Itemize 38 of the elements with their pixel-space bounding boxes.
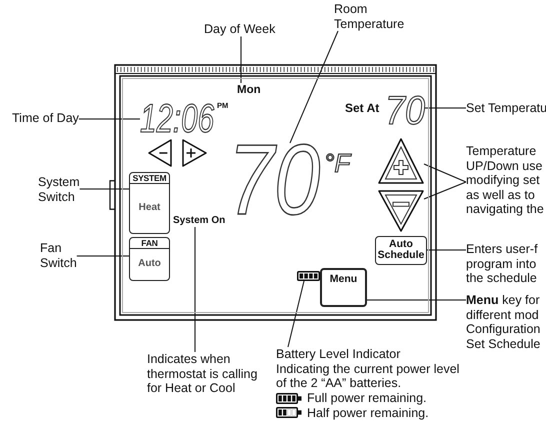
leader-line bbox=[240, 36, 242, 84]
schedule-button: Auto Schedule bbox=[375, 236, 427, 265]
callout-heading: Battery Level Indicator bbox=[276, 347, 402, 362]
leader-line bbox=[79, 188, 130, 190]
thermostat-display bbox=[114, 64, 437, 321]
leader-line bbox=[424, 164, 466, 182]
down-arrow-icon bbox=[378, 190, 424, 232]
day-label: Mon bbox=[237, 83, 261, 98]
legend-text: Full power remaining. bbox=[307, 391, 426, 406]
leader-line bbox=[78, 118, 140, 120]
setpoint-label: Set At bbox=[345, 101, 380, 115]
unit-label: °F bbox=[324, 154, 350, 174]
right-arrow-icon bbox=[182, 139, 207, 167]
callout-text: Indicates when thermostat is calling for Heat or Cool bbox=[147, 352, 262, 396]
callout-text: Set Temperatu bbox=[466, 101, 546, 116]
callout-text: Day of Week bbox=[204, 22, 276, 36]
menu-button: Menu bbox=[320, 268, 367, 307]
time-readout: 12:06 bbox=[140, 104, 214, 134]
callout-text: Room Temperature bbox=[334, 2, 404, 31]
legend-text: Half power remaining. bbox=[307, 406, 429, 420]
leader-line bbox=[288, 280, 304, 348]
callout-text: Indicating the current power level of the 2 “AA” batteries. bbox=[276, 362, 460, 390]
up-arrow-icon bbox=[378, 138, 424, 184]
mode-switch-button: SYSTEM Heat bbox=[129, 172, 170, 234]
leader-line bbox=[194, 226, 196, 352]
callout-text: Menu key for different mod Configuration Set Schedule bbox=[466, 293, 546, 351]
leader-line bbox=[424, 182, 466, 200]
callout-text: Time of Day bbox=[12, 111, 79, 126]
callout-text: System Switch bbox=[38, 175, 80, 204]
fan-switch-button: FAN Auto bbox=[129, 237, 170, 281]
status-text: System On bbox=[173, 215, 226, 227]
leader-line bbox=[290, 30, 338, 144]
temperature-readout: 70 bbox=[228, 143, 320, 218]
setpoint-readout: 70 bbox=[385, 96, 426, 126]
callout-text: Temperature UP/Down use modifying set as well as to navigating the bbox=[466, 144, 546, 216]
callout-text: Fan Switch bbox=[40, 241, 77, 270]
callout-text: Enters user-f program into the schedule bbox=[466, 242, 546, 286]
left-arrow-icon bbox=[148, 139, 172, 167]
